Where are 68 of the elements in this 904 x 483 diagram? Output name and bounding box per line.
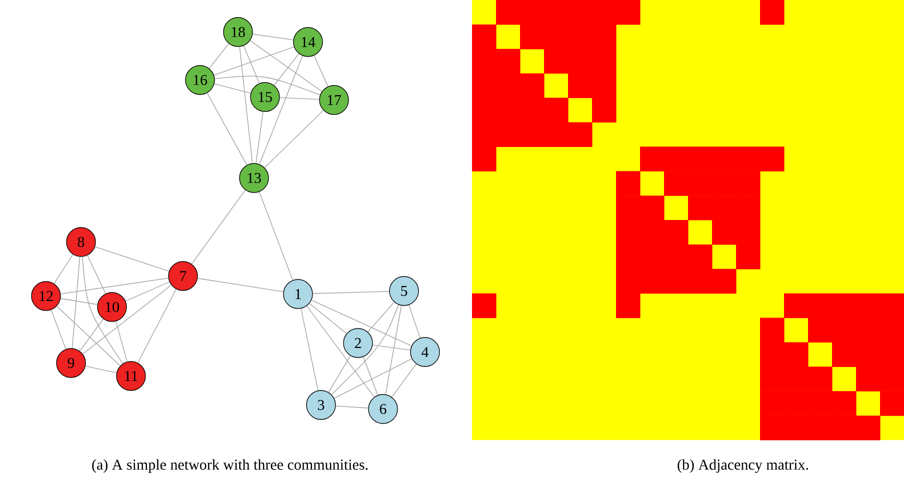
- edge-line: [50, 310, 66, 350]
- edge-line: [367, 302, 395, 332]
- edge-line: [250, 40, 322, 92]
- network-node: 10: [97, 292, 127, 322]
- edge-line: [85, 366, 117, 374]
- edge-line: [372, 344, 411, 350]
- edge-line: [258, 191, 294, 281]
- edge-line: [256, 111, 264, 164]
- edge-line: [116, 320, 128, 362]
- network-node: 11: [116, 361, 146, 391]
- edge-line: [334, 358, 412, 399]
- edge-line: [206, 92, 248, 166]
- edge-line: [82, 284, 172, 354]
- network-node: 4: [410, 337, 440, 367]
- edge-line: [208, 43, 230, 69]
- edge-line: [56, 306, 121, 366]
- network-node: 14: [293, 27, 323, 57]
- network-node: 18: [223, 17, 253, 47]
- edge-line: [300, 308, 318, 391]
- network-node: 6: [368, 394, 398, 424]
- network-node: 15: [250, 82, 280, 112]
- edge-line: [311, 300, 412, 346]
- network-node: 8: [66, 227, 96, 257]
- edge-line: [239, 46, 253, 164]
- edge-line: [125, 282, 170, 302]
- network-node: 3: [306, 390, 336, 420]
- network-node: 9: [56, 348, 86, 378]
- edge-line: [264, 110, 324, 168]
- edge-line: [137, 288, 177, 364]
- edge-line: [259, 55, 303, 165]
- edge-line: [79, 318, 104, 352]
- caption: (a) A simple network with three communities.: [92, 459, 368, 473]
- edge-line: [335, 406, 369, 408]
- edge-line: [385, 305, 402, 395]
- network-node: 7: [168, 261, 198, 291]
- edge-line: [252, 34, 294, 40]
- edge-line: [362, 356, 378, 396]
- edge-line: [408, 304, 421, 338]
- edge-line: [197, 278, 284, 292]
- network-node: 5: [389, 276, 419, 306]
- caption: (b) Adjacency matrix.: [678, 459, 808, 473]
- edge-line: [314, 55, 328, 87]
- edge-line: [328, 355, 351, 393]
- edge-line: [72, 256, 80, 349]
- edge-line: [82, 256, 124, 364]
- network-node: 17: [319, 85, 349, 115]
- network-node: 13: [239, 163, 269, 193]
- edge-line: [306, 306, 375, 398]
- edge-line: [243, 45, 260, 84]
- edge-line: [214, 76, 320, 96]
- network-node: 2: [343, 328, 373, 358]
- edge-line: [54, 254, 74, 284]
- network-node: 16: [185, 65, 215, 95]
- edge-line: [60, 278, 169, 294]
- edge-line: [309, 303, 347, 334]
- edge-line: [214, 46, 294, 76]
- edge-line: [279, 97, 320, 100]
- edge-line: [87, 255, 106, 294]
- edge-line: [312, 291, 390, 294]
- network-node: 1: [283, 279, 313, 309]
- edge-line: [214, 83, 252, 94]
- edge-line: [60, 298, 98, 305]
- edge-line: [274, 53, 300, 86]
- edge-line: [191, 190, 246, 264]
- edge-line: [331, 304, 399, 395]
- edge-line: [94, 246, 170, 272]
- network-node: 12: [31, 281, 61, 311]
- edge-line: [391, 364, 417, 398]
